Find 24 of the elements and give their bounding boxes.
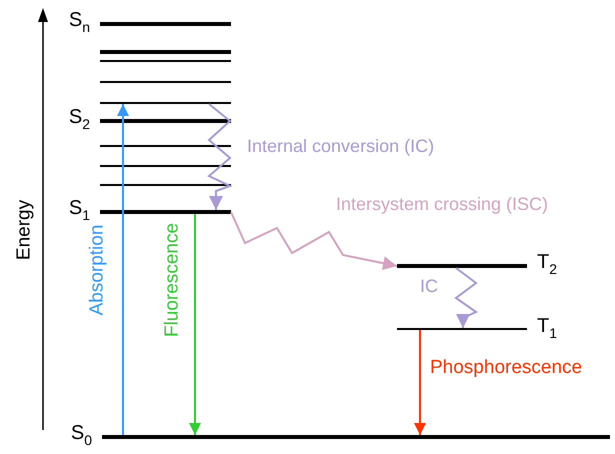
- axis-label: Energy: [14, 200, 34, 260]
- energy-level-line: [100, 145, 231, 147]
- edge-label: Fluorescence: [162, 222, 182, 338]
- arrow: [117, 104, 129, 435]
- state-label: S$_{0}$: [70, 423, 92, 450]
- state-label: T$_{1}$: [537, 316, 558, 343]
- state-label: S$_{2}$: [68, 107, 90, 134]
- energy-level-line: [100, 60, 231, 62]
- edge-label: Internal conversion (IC): [247, 137, 434, 155]
- energy-level-line: [100, 165, 231, 167]
- state-label: S$_{n}$: [68, 10, 90, 37]
- edge-label: Absorption: [88, 224, 106, 316]
- edge-label: IC: [420, 277, 438, 295]
- arrow: [414, 330, 426, 435]
- energy-level-line: [100, 81, 231, 83]
- energy-level-line: [100, 102, 231, 104]
- state-label: S$_{1}$: [68, 198, 90, 225]
- wavy-arrow: [454, 267, 478, 328]
- edge-label: Intersystem crossing (ISC): [336, 195, 548, 213]
- energy-level-line: [100, 184, 231, 186]
- edge-label: Phosphorescence: [430, 358, 582, 377]
- state-label: T$_{2}$: [537, 252, 558, 279]
- arrow: [189, 214, 201, 435]
- wavy-arrow: [230, 212, 398, 270]
